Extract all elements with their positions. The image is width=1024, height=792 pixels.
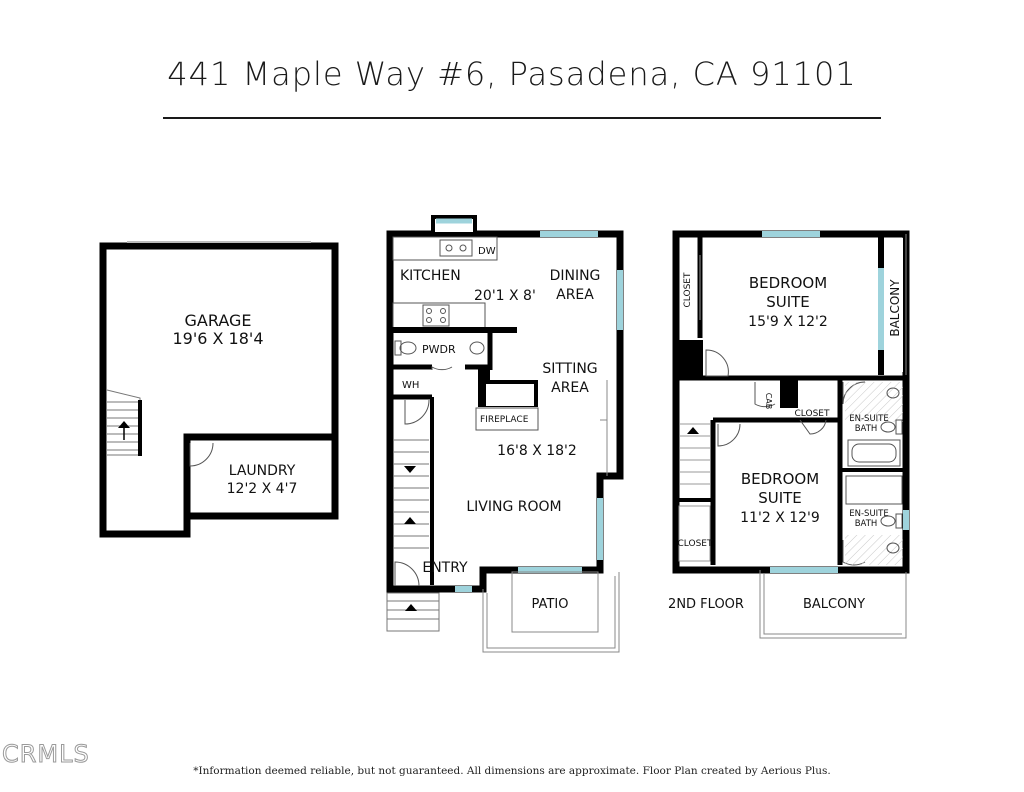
door	[404, 399, 430, 425]
laundry-walls	[187, 433, 339, 520]
stairs-arrow-icon	[405, 604, 417, 611]
balcony-bottom	[759, 570, 907, 639]
closet-left-label: CLOSET	[678, 539, 713, 549]
dw-label: DW	[478, 246, 496, 257]
door	[431, 366, 453, 371]
closet-vertical-label: CLOSET	[683, 272, 693, 307]
first-floor: DW FIREPLACE	[386, 215, 624, 653]
ensuite2-label-2: BATH	[855, 519, 878, 529]
title-divider	[163, 117, 881, 119]
pwdr-label: PWDR	[422, 343, 456, 356]
kitchen-dining-dims: 20'1 X 8'	[474, 288, 536, 304]
sitting-label: SITTING	[542, 361, 597, 377]
stairs-arrow-icon	[118, 421, 130, 428]
ensuite1-label-2: BATH	[855, 424, 878, 434]
living-label: LIVING ROOM	[466, 499, 561, 515]
sink-icon	[886, 387, 900, 554]
shower-icon	[845, 475, 903, 505]
garage-dims: 19'6 X 18'4	[172, 329, 263, 348]
garage-walls	[99, 242, 339, 538]
laundry-dims: 12'2 X 4'7	[227, 481, 298, 497]
sitting-label-2: AREA	[551, 380, 589, 396]
bedroom2-label-2: SUITE	[758, 489, 802, 507]
stairs-arrow-icon	[404, 466, 416, 473]
bathtub-icon	[847, 439, 901, 467]
stove-icon	[422, 304, 450, 327]
kitchen-counter	[392, 236, 498, 261]
second-floor-walls	[672, 230, 910, 574]
cab-block	[780, 378, 798, 408]
laundry-door	[189, 442, 214, 467]
watermark: CRMLS	[2, 740, 90, 769]
garage-name: GARAGE	[185, 311, 252, 330]
second-floor-stairs	[680, 423, 710, 485]
cab-label: CAB	[764, 393, 773, 410]
bedroom2-label: BEDROOM	[741, 470, 819, 488]
bedroom2-dims: 11'2 X 12'9	[740, 510, 820, 526]
floor-label: 2ND FLOOR	[668, 597, 744, 612]
kitchen-label: KITCHEN	[400, 268, 461, 284]
page-title: 441 Maple Way #6, Pasadena, CA 91101	[167, 55, 857, 93]
bath-tile-floor	[845, 535, 903, 565]
first-floor-stairs	[393, 439, 429, 549]
bedroom1-label: BEDROOM	[749, 274, 827, 292]
dining-label: DINING	[550, 268, 601, 284]
entry-steps	[386, 592, 440, 632]
bath-tile-floor	[845, 382, 903, 422]
ensuite2-label: EN-SUITE	[849, 509, 888, 519]
dining-label-2: AREA	[556, 287, 594, 303]
fireplace-label: FIREPLACE	[480, 415, 529, 425]
living-dims: 16'8 X 18'2	[497, 443, 577, 459]
island-counter	[392, 302, 486, 329]
toilet-icon	[880, 419, 903, 529]
closet-mid-label: CLOSET	[795, 409, 830, 419]
door	[705, 349, 729, 377]
door	[799, 419, 827, 435]
garage-stairs	[106, 389, 141, 456]
laundry-name: LAUNDRY	[229, 463, 296, 479]
sink-icon	[439, 239, 473, 257]
stairs-arrow-icon	[687, 427, 699, 434]
entry-label: ENTRY	[422, 560, 468, 576]
sink-icon	[469, 341, 485, 355]
balcony-bottom-label: BALCONY	[803, 597, 865, 612]
garage-level: GARAGE 19'6 X 18'4 LAUNDRY 12'2 X 4'7	[99, 241, 339, 538]
patio-label: PATIO	[532, 597, 569, 612]
wh-label: WH	[402, 380, 419, 391]
door	[717, 423, 741, 447]
disclaimer: *Information deemed reliable, but not gu…	[193, 765, 831, 777]
door	[394, 561, 420, 587]
stairs-arrow-icon	[404, 517, 416, 524]
closet-block	[676, 340, 703, 378]
bedroom1-dims: 15'9 X 12'2	[748, 314, 828, 330]
patio	[482, 571, 620, 653]
ensuite1-label: EN-SUITE	[849, 414, 888, 424]
door	[754, 382, 776, 408]
toilet-icon	[394, 340, 417, 356]
balcony-side-label: BALCONY	[888, 279, 902, 337]
second-floor: CLOSET BEDROOM SUITE 15'9 X 12'2 BALCONY…	[668, 230, 910, 639]
fireplace-hearth	[475, 407, 539, 431]
bedroom1-label-2: SUITE	[766, 293, 810, 311]
